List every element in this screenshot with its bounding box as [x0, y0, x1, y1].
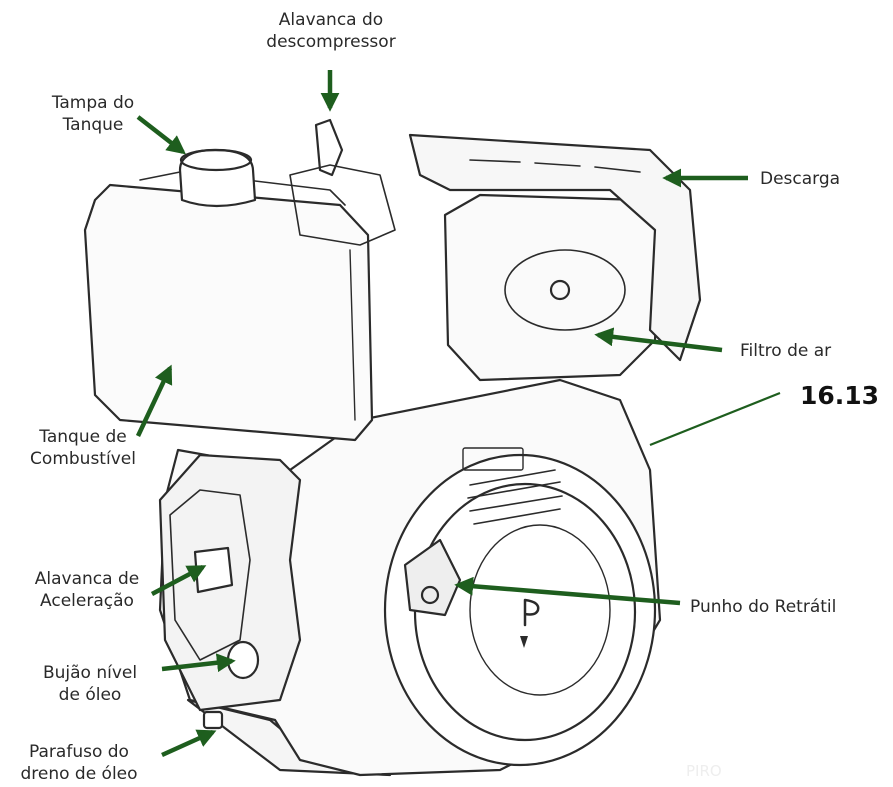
watermark: PIRO [686, 762, 722, 780]
label-decompressor-lever: Alavanca do descompressor [266, 10, 396, 52]
recoil-handle [403, 538, 462, 617]
label-exhaust: Descarga [760, 169, 841, 189]
arrow-tank-cap [136, 115, 186, 155]
label-tank-cap: Tampa do Tanque [51, 93, 135, 135]
arrow-recoil-handle [454, 576, 681, 606]
fuel-tank [83, 183, 374, 442]
recoil-cover [383, 453, 657, 767]
decompressor-lever-shape [314, 118, 344, 177]
arrow-fuel-tank [135, 364, 173, 437]
label-oil-level-plug: Bujão nível de óleo [42, 663, 138, 705]
arrow-oil-drain-bolt [161, 729, 217, 758]
oil-drain-bolt-shape [202, 710, 224, 730]
arrow-air-filter [594, 327, 723, 353]
arrow-oil-level-plug [161, 653, 236, 673]
label-throttle-lever: Alavanca de Aceleração [34, 569, 140, 611]
label-oil-drain-bolt: Parafuso do dreno de óleo [20, 742, 138, 784]
leader-section-number [649, 391, 781, 447]
label-air-filter: Filtro de ar [740, 341, 832, 361]
label-fuel-tank: Tanque de Combustível [30, 427, 136, 469]
oil-level-plug-shape [226, 640, 260, 680]
label-recoil-handle: Punho do Retrátil [690, 597, 837, 617]
section-number: 16.13 [800, 381, 880, 410]
arrow-throttle-lever [150, 565, 207, 596]
tank-cap [178, 148, 257, 208]
